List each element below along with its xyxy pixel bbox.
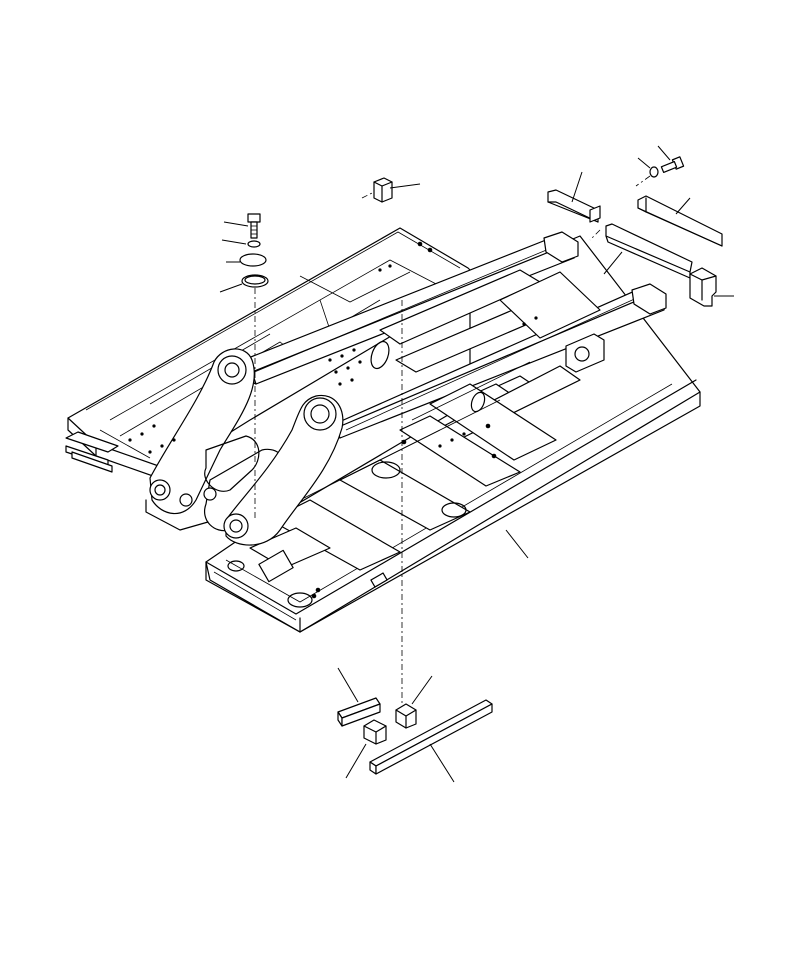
bracket-right xyxy=(689,267,734,307)
washer-large-left xyxy=(226,253,267,267)
pad-strip xyxy=(337,667,381,727)
rod-long xyxy=(369,699,493,783)
block-lower xyxy=(345,719,387,779)
spacer-block-top xyxy=(361,177,421,203)
cover-plate-left xyxy=(547,171,601,223)
washer-small-left xyxy=(221,239,261,248)
cover-plate-right xyxy=(637,195,723,247)
centerline-right xyxy=(635,175,651,187)
frame-holes xyxy=(128,241,538,599)
shim-ring-left xyxy=(219,274,269,293)
bolt-left xyxy=(223,213,261,239)
block-upper xyxy=(395,675,433,729)
bolt-right xyxy=(657,145,685,174)
frame-leader xyxy=(505,529,529,559)
main-frame xyxy=(65,227,701,633)
washer-right xyxy=(637,157,659,178)
cover-plate-center xyxy=(589,223,693,279)
